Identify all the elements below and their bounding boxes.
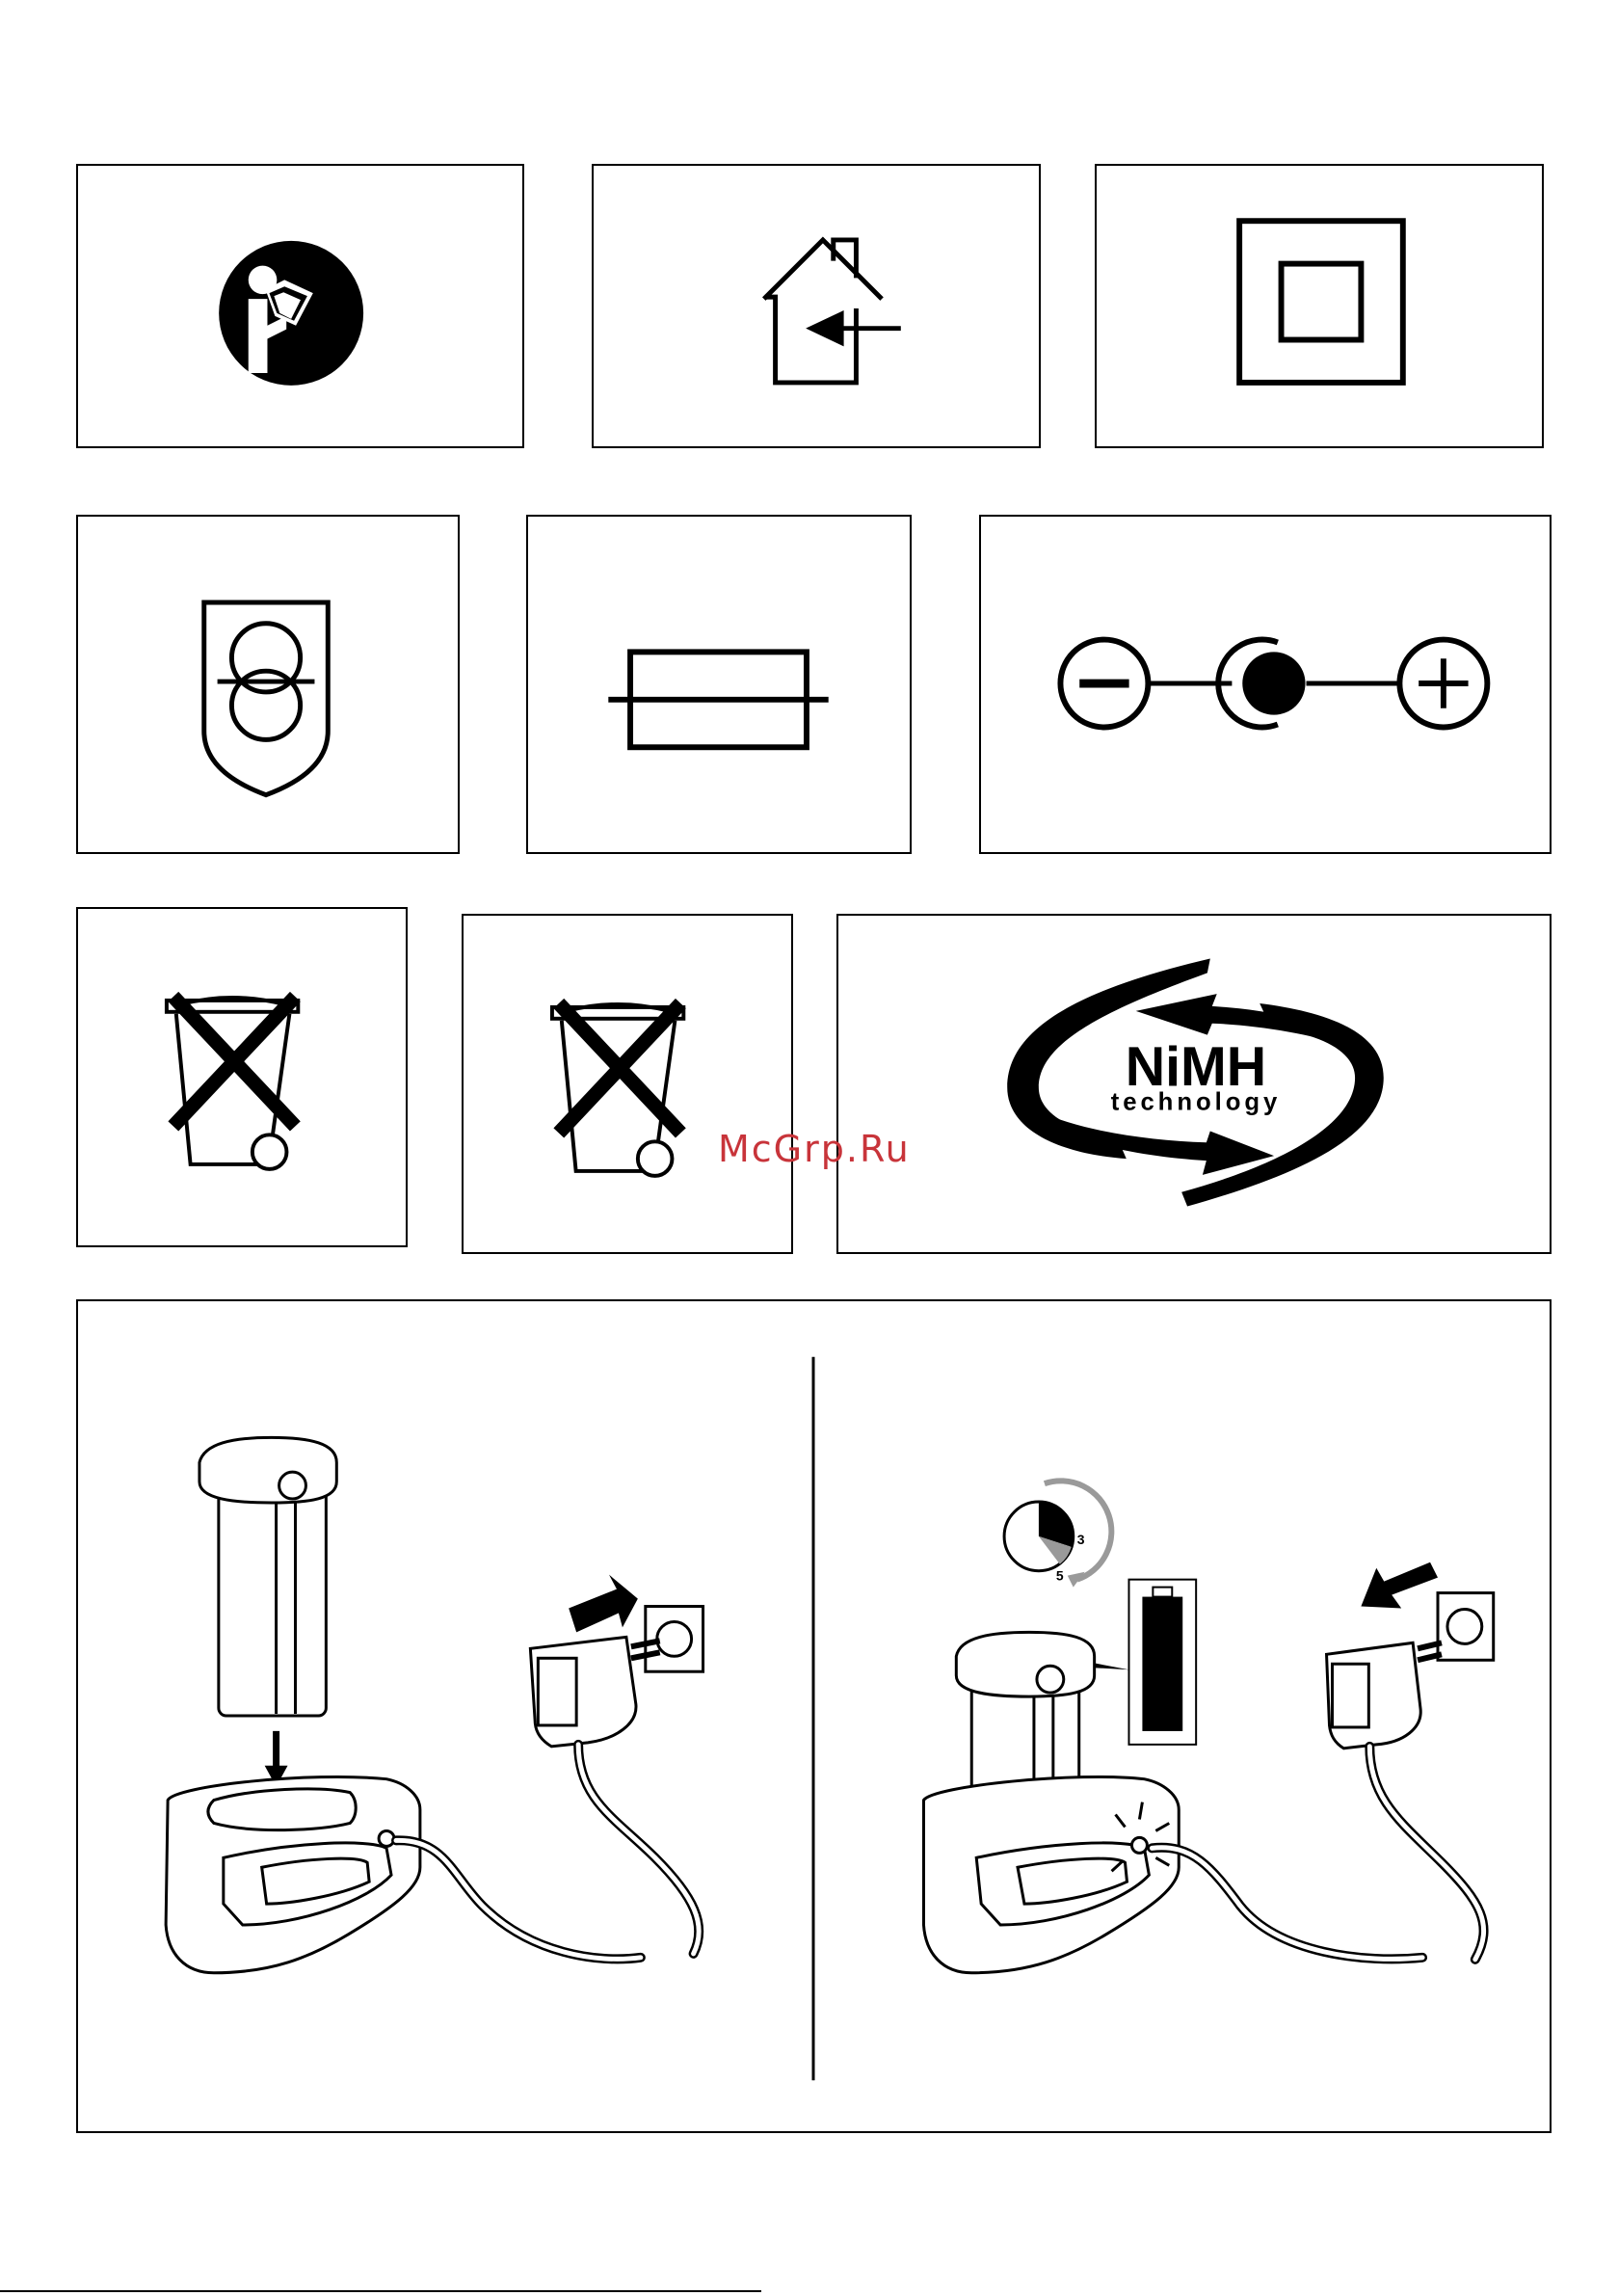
charge-timer-icon: 3 5 [1004, 1481, 1111, 1587]
plug-in-arrow-icon [569, 1575, 638, 1633]
crossed-bin-icon [78, 909, 406, 1245]
charger-base-left-icon [166, 1776, 420, 1972]
house-indoor-icon [594, 166, 1039, 446]
transformer-shield-icon [78, 517, 458, 852]
symbol-double-insulation [1095, 164, 1544, 448]
charging-illustration-panel: 3 5 [76, 1299, 1552, 2133]
symbol-fuse [526, 515, 912, 854]
unplug-arrow-icon [1361, 1562, 1438, 1609]
battery-left-icon [199, 1437, 336, 1716]
power-adapter-right-icon [1327, 1593, 1494, 1749]
polarity-icon [981, 517, 1550, 852]
symbol-safety-transformer [76, 515, 460, 854]
fuse-icon [528, 517, 910, 852]
symbol-polarity [979, 515, 1552, 854]
symbol-read-manual [76, 164, 524, 448]
symbol-no-household-waste-1 [76, 907, 408, 1247]
symbol-indoor-use [592, 164, 1041, 448]
nimh-line2: technology [1111, 1089, 1282, 1116]
power-adapter-left-icon [530, 1607, 703, 1747]
cable-adapter-left-outer [578, 1745, 699, 1954]
watermark: McGrp.Ru [718, 1128, 911, 1170]
nimh-logo-icon: NiMH technology [838, 916, 1550, 1252]
cable-adapter-right-outer [1369, 1747, 1483, 1960]
cable-left-outer [396, 1840, 641, 1959]
page-bottom-rule [0, 2290, 761, 2292]
read-manual-icon [78, 166, 522, 446]
symbol-no-household-waste-2 [462, 914, 793, 1254]
charging-illustration: 3 5 [78, 1301, 1550, 2131]
symbol-nimh-technology: NiMH technology [836, 914, 1552, 1254]
crossed-bin-icon [464, 916, 791, 1252]
timer-mark-end: 5 [1056, 1568, 1064, 1584]
timer-mark-start: 3 [1077, 1532, 1085, 1547]
double-square-icon [1097, 166, 1542, 446]
